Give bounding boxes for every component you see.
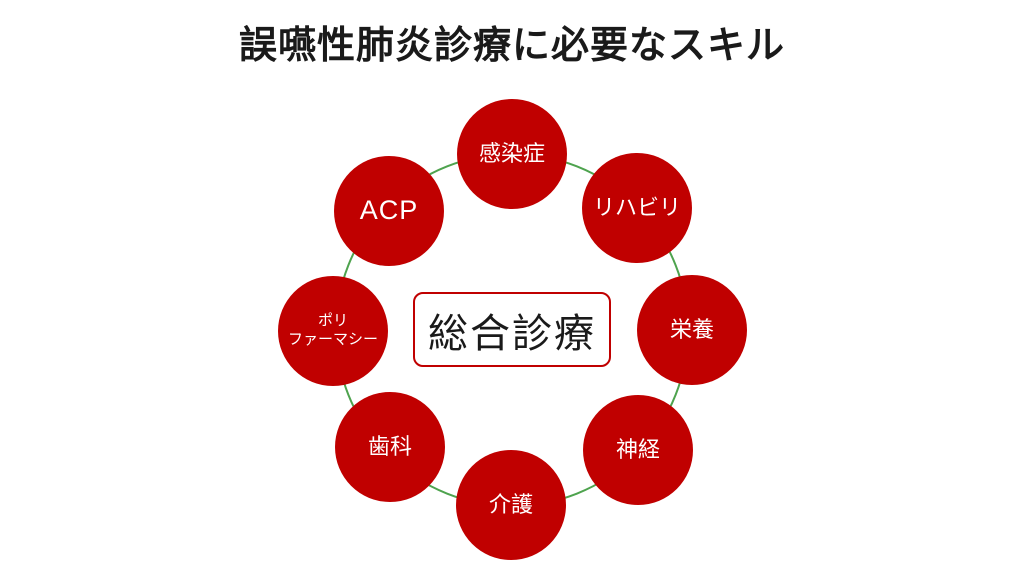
node-care-label: 介護: [488, 492, 533, 518]
center-box-label: 総合診療: [428, 311, 596, 356]
node-infection-label: 感染症: [478, 141, 545, 167]
node-polypharmacy-label: ポリ ファーマシー: [287, 312, 378, 348]
node-acp: ACP: [334, 156, 444, 266]
node-polypharmacy: ポリ ファーマシー: [278, 276, 388, 386]
node-infection: 感染症: [457, 99, 567, 209]
node-rehabilitation-label: リハビリ: [592, 195, 681, 221]
node-acp-label: ACP: [359, 195, 419, 226]
node-neurology-label: 神経: [615, 437, 660, 463]
node-dental: 歯科: [335, 392, 445, 502]
node-nutrition-label: 栄養: [669, 317, 714, 343]
center-box: 総合診療: [413, 292, 611, 367]
node-nutrition: 栄養: [637, 275, 747, 385]
slide-title: 誤嚥性肺炎診療に必要なスキル: [238, 25, 785, 67]
node-rehabilitation: リハビリ: [582, 153, 692, 263]
node-care: 介護: [456, 450, 566, 560]
node-dental-label: 歯科: [367, 434, 412, 460]
node-neurology: 神経: [583, 395, 693, 505]
